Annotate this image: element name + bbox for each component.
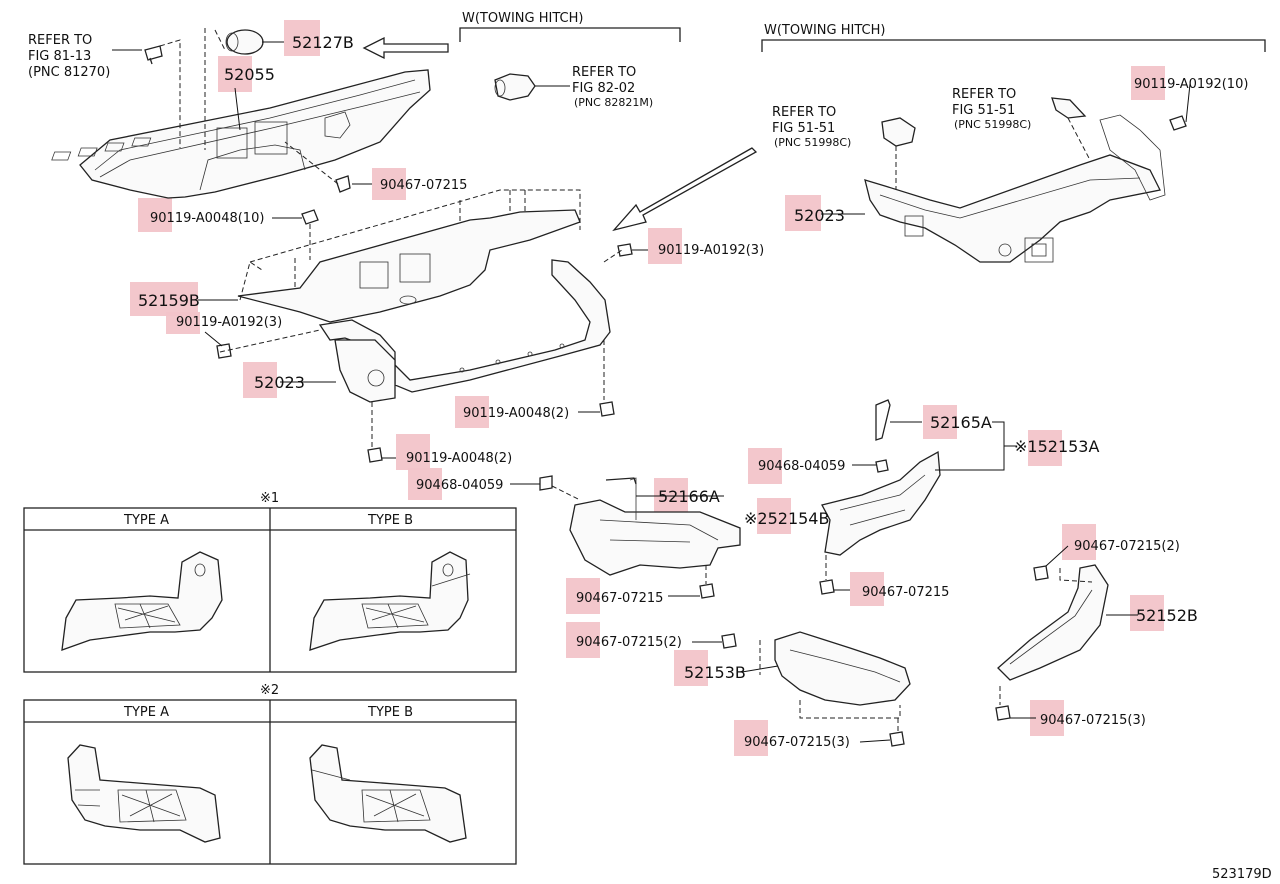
label-90119-A0192-10: 90119-A0192(10) [1134, 77, 1248, 92]
label-52055: 52055 [224, 65, 275, 84]
step-bumper-illustration [51, 28, 449, 199]
towing-hitch-right-assembly: W(TOWING HITCH) [761, 23, 1266, 263]
side-bracket-left-illustration [510, 475, 741, 599]
highlights [130, 20, 1165, 756]
ref-fig81-line3: (PNC 81270) [28, 65, 110, 80]
label-90119-A0192-3: 90119-A0192(3) [658, 243, 764, 258]
inset-type-1: ※1 TYPE A TYPE B [23, 491, 517, 673]
label-52153B: 52153B [684, 663, 746, 682]
inset-1-mark: ※1 [260, 491, 279, 506]
diagram-id: 523179D [1212, 867, 1272, 882]
tail-socket-illustration [494, 73, 570, 101]
ref-fig81-line1: REFER TO [28, 33, 92, 48]
label-52023: 52023 [254, 373, 305, 392]
label-90119-A0192-3: 90119-A0192(3) [176, 315, 282, 330]
label-90467-07215-3: 90467-07215(3) [1040, 713, 1146, 728]
label-90467-07215: 90467-07215 [862, 585, 949, 600]
ref-fig51b-line3: (PNC 51998C) [954, 118, 1031, 131]
inset-2-mark: ※2 [260, 683, 279, 698]
inset-2-type-a: TYPE A [123, 705, 169, 720]
ref-fig51a-line1: REFER TO [772, 105, 836, 120]
label-90467-07215-3: 90467-07215(3) [744, 735, 850, 750]
label-52153A: ※152153A [1014, 437, 1099, 456]
towing-hitch-left-bracket: W(TOWING HITCH) [459, 11, 681, 42]
end-cap-right-illustration [995, 545, 1138, 721]
label-90119-A0048-2: 90119-A0048(2) [463, 406, 569, 421]
ref-fig82-line1: REFER TO [572, 65, 636, 80]
ref-fig51a-line3: (PNC 51998C) [774, 136, 851, 149]
towing-hitch-label: W(TOWING HITCH) [462, 11, 583, 26]
label-90119-A0048-10: 90119-A0048(10) [150, 211, 264, 226]
label-52152B: 52152B [1136, 606, 1198, 625]
ref-fig82-line3: (PNC 82821M) [574, 96, 653, 109]
label-52154B: ※252154B [744, 509, 829, 528]
label-52023: 52023 [794, 206, 845, 225]
towing-hitch-label: W(TOWING HITCH) [764, 23, 885, 38]
direction-arrow [612, 147, 758, 232]
label-90467-07215: 90467-07215 [380, 178, 467, 193]
label-52166A: 52166A [658, 487, 720, 506]
label-90467-07215-2: 90467-07215(2) [1074, 539, 1180, 554]
ref-fig51b-line2: FIG 51-51 [952, 103, 1015, 118]
label-52165A: 52165A [930, 413, 992, 432]
label-90467-07215-2: 90467-07215(2) [576, 635, 682, 650]
ref-fig82-line2: FIG 82-02 [572, 81, 635, 96]
bumper-reinforcement-illustration [198, 189, 648, 463]
end-cap-left-illustration [692, 631, 911, 747]
label-52159B: 52159B [138, 291, 200, 310]
ref-fig81-line2: FIG 81-13 [28, 49, 91, 64]
inset-1-type-b: TYPE B [367, 513, 413, 528]
label-90468-04059: 90468-04059 [416, 478, 503, 493]
label-52127B: 52127B [292, 33, 354, 52]
inset-2-type-b: TYPE B [367, 705, 413, 720]
side-bracket-right-illustration [819, 399, 1016, 595]
label-90467-07215: 90467-07215 [576, 591, 663, 606]
part-labels: REFER TO FIG 81-13 (PNC 81270) REFER TO … [28, 33, 1272, 882]
ref-fig51b-line1: REFER TO [952, 87, 1016, 102]
label-90119-A0048-2: 90119-A0048(2) [406, 451, 512, 466]
ref-fig51a-line2: FIG 51-51 [772, 121, 835, 136]
inset-type-2: ※2 TYPE A TYPE B [23, 683, 517, 865]
label-90468-04059: 90468-04059 [758, 459, 845, 474]
inset-1-type-a: TYPE A [123, 513, 169, 528]
